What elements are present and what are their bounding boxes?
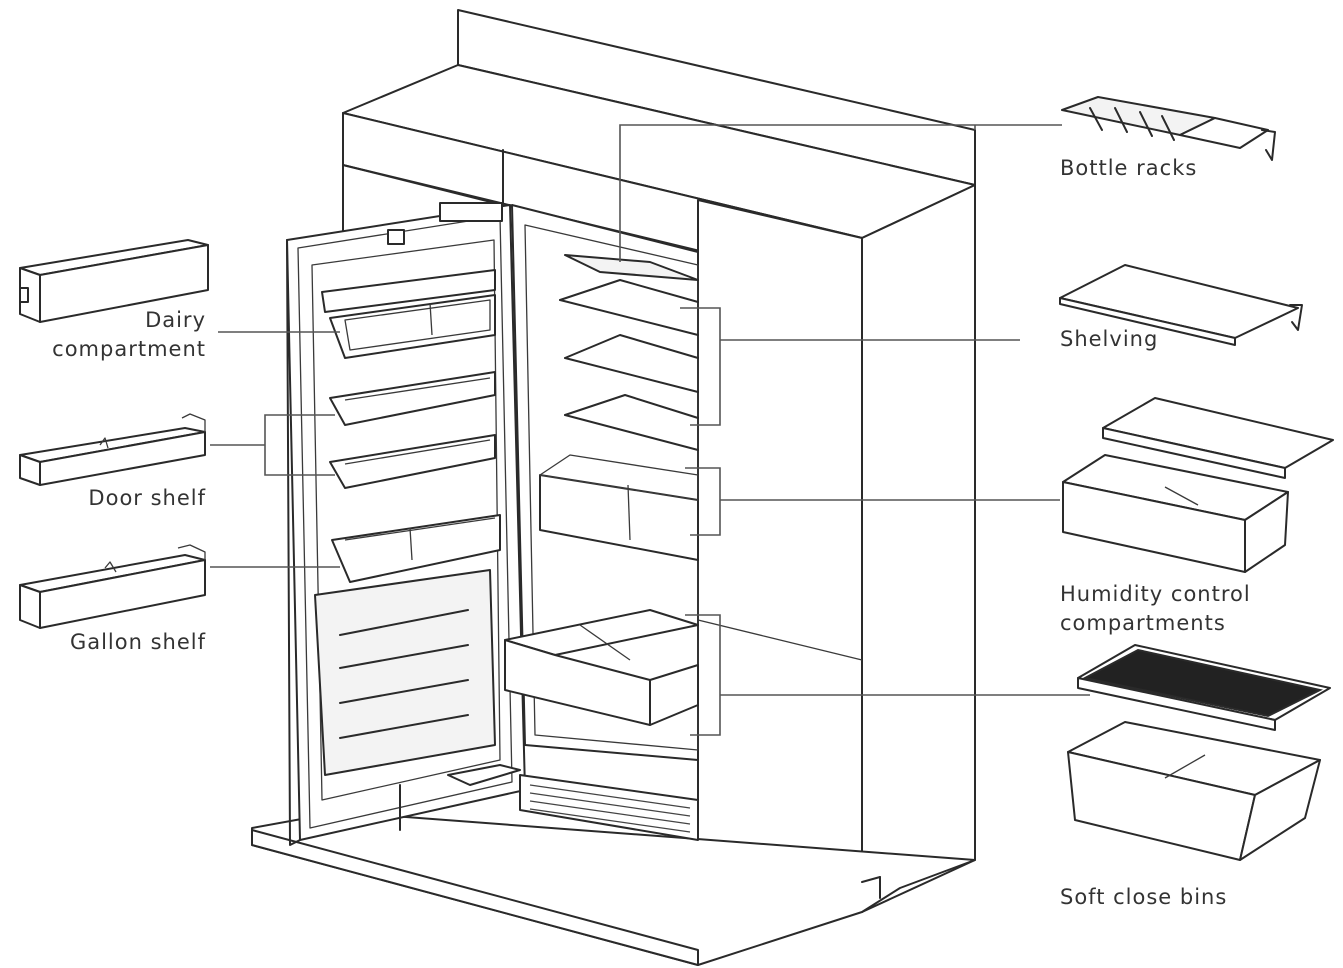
door-bins: [314, 269, 501, 776]
label-door-shelf: Door shelf: [88, 486, 206, 510]
leader-lines: [210, 124, 1090, 736]
label-dairy-compartment: Dairy compartment: [30, 306, 206, 364]
label-soft-close-bins: Soft close bins: [1060, 885, 1228, 909]
label-shelving: Shelving: [1060, 327, 1159, 351]
door-shelf-icon: [19, 413, 206, 486]
gallon-shelf-icon: [19, 544, 206, 629]
label-dairy-line2: compartment: [52, 337, 206, 361]
label-dairy-line1: Dairy: [145, 308, 206, 332]
soft-close-bin-icon: [1067, 644, 1331, 861]
label-humidity-line1: Humidity control: [1060, 582, 1251, 606]
humidity-compartment-icon: [1062, 397, 1334, 573]
dairy-compartment-icon: [19, 239, 209, 323]
bottle-rack-icon: [1061, 96, 1276, 161]
shelving-icon: [1059, 264, 1303, 346]
label-gallon-shelf: Gallon shelf: [69, 630, 206, 654]
label-humidity-control: Humidity control compartments: [1060, 580, 1251, 638]
label-humidity-line2: compartments: [1060, 611, 1226, 635]
fridge-interior: [504, 204, 699, 841]
cabinet-enclosure: [251, 9, 976, 966]
label-bottle-racks: Bottle racks: [1060, 156, 1198, 180]
